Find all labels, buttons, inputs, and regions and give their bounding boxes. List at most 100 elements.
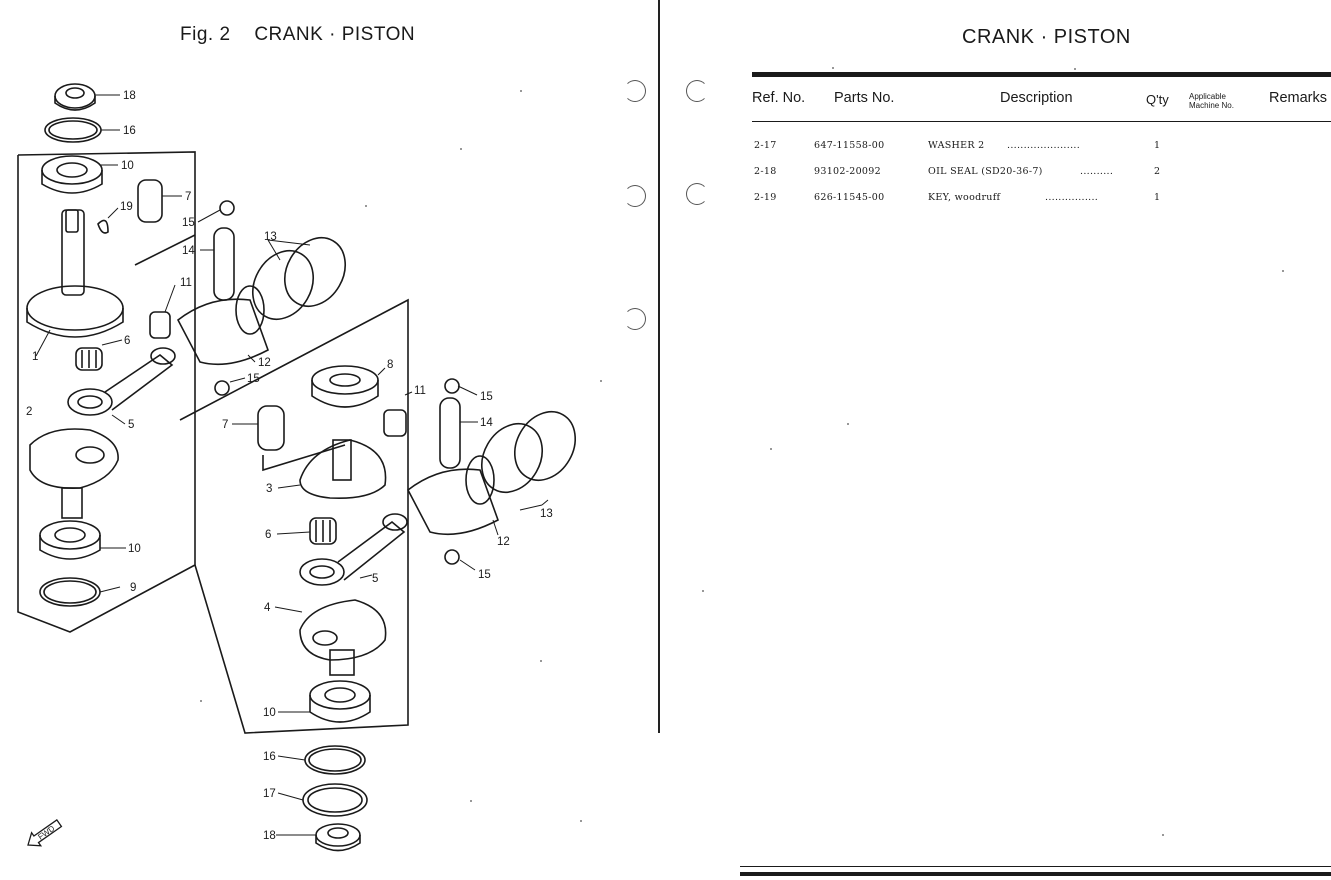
callout-label: 10: [263, 707, 276, 719]
table-row: 2-18 93102-20092 OIL SEAL (SD20-36-7) ..…: [662, 166, 1331, 186]
header-rule-top: [752, 72, 1331, 77]
crank-web-upper: [26, 285, 124, 331]
callout-label: 15: [478, 569, 491, 581]
punch-hole: [624, 308, 646, 330]
callout-label: 13: [264, 231, 277, 243]
punch-hole: [624, 185, 646, 207]
assembly-frame-line: [17, 151, 196, 633]
crank-web-3: [299, 439, 387, 500]
page-title: CRANK · PISTON: [962, 26, 1131, 48]
conrod-big-end-upper: [67, 388, 113, 416]
callout-label: 3: [266, 483, 272, 495]
woodruff-key: [97, 219, 109, 234]
figure-number: Fig. 2: [180, 24, 231, 45]
cell-qty: 1: [1154, 140, 1161, 151]
cell-dots: ......................: [1007, 140, 1081, 151]
cell-part: 647-11558-00: [814, 140, 885, 151]
cell-ref: 2-19: [754, 192, 777, 203]
piston-upper: [176, 298, 269, 366]
column-header-part: Parts No.: [834, 90, 895, 106]
assembly-frame-line: [134, 234, 196, 266]
cell-dots: ................: [1045, 192, 1099, 203]
punch-hole: [686, 80, 708, 102]
callout-label: 14: [182, 245, 195, 257]
cell-part: 93102-20092: [814, 166, 881, 177]
callout-label: 12: [258, 357, 271, 369]
callout-label: 4: [264, 602, 271, 614]
cell-part: 626-11545-00: [814, 192, 885, 203]
callout-label: 9: [130, 582, 136, 594]
piston-ring-lower-a: [481, 423, 543, 493]
callout-label: 6: [265, 529, 271, 541]
callout-label: 15: [182, 217, 195, 229]
left-page: Fig. 2 CRANK · PISTON: [0, 0, 660, 880]
cell-desc: OIL SEAL (SD20-36-7): [928, 166, 1043, 177]
column-header-remarks: Remarks: [1269, 90, 1328, 106]
fwd-label: FWD: [36, 824, 56, 842]
piston-ring-upper-b: [284, 237, 346, 307]
callout-label: 5: [372, 573, 378, 585]
small-end-bearing-lower: [383, 409, 407, 437]
callout-label: 10: [121, 160, 134, 172]
callout-label: 14: [480, 417, 493, 429]
cell-qty: 1: [1154, 192, 1161, 203]
exploded-parts-diagram: 18 16 10 7 19 15 14 13 11 6 1 12 15 8 11…: [17, 83, 576, 852]
cell-qty: 2: [1154, 166, 1161, 177]
footer-rule-thin: [740, 866, 1331, 867]
piston-ring-lower-b: [514, 411, 576, 481]
circlip-lower-top: [444, 378, 460, 394]
callout-label: 11: [180, 277, 192, 289]
snap-ring-9: [39, 577, 101, 607]
callout-label: 16: [263, 751, 276, 763]
circlip-lower-bottom: [444, 549, 460, 565]
column-header-applicable: Applicable Machine No.: [1189, 92, 1234, 110]
cell-ref: 2-18: [754, 166, 777, 177]
assembly-frame-line: [179, 298, 409, 734]
callout-label: 13: [540, 508, 553, 520]
bearing-lower-right: [309, 680, 371, 710]
figure-name: CRANK · PISTON: [254, 24, 416, 45]
bearing-lower-left: [39, 520, 101, 550]
callout-label: 18: [263, 830, 276, 842]
bearing-top: [41, 155, 103, 185]
table-row: 2-17 647-11558-00 WASHER 2 .............…: [662, 140, 1331, 160]
small-end-bearing-upper: [149, 311, 171, 339]
fwd-arrow-icon: FWD: [27, 819, 63, 847]
callout-label: 15: [247, 373, 260, 385]
piston-lower: [406, 468, 499, 536]
circlip-top: [219, 200, 235, 216]
cell-dots: ..........: [1080, 166, 1114, 177]
column-header-ref: Ref. No.: [752, 90, 806, 106]
callout-label: 7: [222, 419, 228, 431]
callout-label: 10: [128, 543, 141, 555]
needle-bearing-lower: [309, 517, 337, 545]
header-rule-bottom: [752, 121, 1331, 122]
callout-label: 16: [123, 125, 136, 137]
callout-label: 15: [480, 391, 493, 403]
column-header-qty: Q'ty: [1146, 92, 1169, 107]
callout-label: 1: [32, 351, 38, 363]
callout-label: 8: [387, 359, 393, 371]
center-seal: [311, 365, 379, 395]
piston-ring-upper-a: [252, 250, 314, 320]
circlip-mid: [214, 380, 230, 396]
callout-label: 11: [414, 385, 426, 397]
callout-labels: 18 16 10 7 19 15 14 13 11 6 1 12 15 8 11…: [26, 90, 553, 842]
needle-bearing-upper: [75, 347, 103, 371]
callout-label: 2: [26, 406, 32, 418]
callout-label: 17: [263, 788, 276, 800]
crank-web-2: [29, 428, 119, 489]
callout-label: 19: [120, 201, 133, 213]
callout-label: 5: [128, 419, 134, 431]
cell-ref: 2-17: [754, 140, 777, 151]
crank-pin-upper: [137, 179, 163, 223]
crank-web-4: [299, 599, 387, 661]
callout-label: 6: [124, 335, 130, 347]
conrod-big-end-lower: [299, 558, 345, 586]
page-divider: [658, 0, 660, 733]
cell-desc: KEY, woodruff: [928, 192, 1001, 203]
assembly-frame-line: [262, 444, 346, 472]
punch-hole: [686, 183, 708, 205]
punch-hole: [624, 80, 646, 102]
callout-label: 12: [497, 536, 510, 548]
